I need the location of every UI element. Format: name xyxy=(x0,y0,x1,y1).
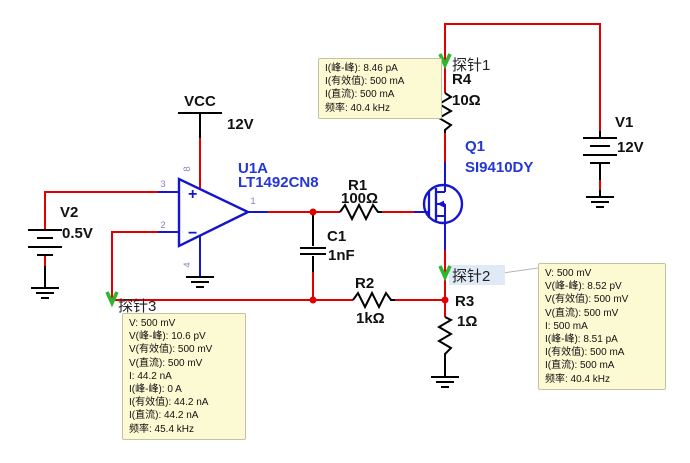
vcc-supply[interactable]: VCC 12V xyxy=(178,93,254,138)
ground-icon-opamp[interactable] xyxy=(186,276,214,288)
r1-value[interactable]: 100Ω xyxy=(341,190,378,207)
tooltip-line: I(有效值): 500 mA xyxy=(325,76,405,88)
tooltip-line: V: 500 mV xyxy=(129,318,176,329)
r2-body xyxy=(352,290,395,310)
mosfet-q1[interactable]: Q1 SI9410DY xyxy=(414,138,533,250)
r3-ref[interactable]: R3 xyxy=(455,293,474,310)
r3-value[interactable]: 1Ω xyxy=(457,313,477,330)
pin4-number: 4 xyxy=(182,262,193,267)
resistor-r3[interactable]: R3 1Ω xyxy=(437,293,477,377)
tooltip-line: I(峰-峰): 8.46 pA xyxy=(325,63,398,74)
tooltip-line: I(直流): 44.2 nA xyxy=(129,410,199,422)
probe2-arrow-icon[interactable] xyxy=(438,265,452,282)
probe2-highlight xyxy=(449,265,505,285)
probe3-arrow-icon[interactable] xyxy=(105,291,119,308)
ground-icon-v2[interactable] xyxy=(31,287,59,299)
probe3-label[interactable]: 探针3 xyxy=(118,298,156,315)
v1-value[interactable]: 12V xyxy=(617,139,644,156)
junction-dot xyxy=(441,296,449,304)
tooltip-line: I: 500 mA xyxy=(545,320,588,332)
r1-ref[interactable]: R1 xyxy=(348,177,367,194)
probe3-tooltip[interactable]: V: 500 mV V(峰-峰): 10.6 pV V(有效值): 500 mV… xyxy=(122,313,246,440)
probe1-marker[interactable]: 探针1 xyxy=(438,53,490,74)
tooltip-line: I(峰-峰): 0 A xyxy=(129,384,182,396)
tooltip-line: 频率: 40.4 kHz xyxy=(545,373,611,385)
junction-dot xyxy=(309,296,317,304)
r2-value[interactable]: 1kΩ xyxy=(356,310,385,327)
v2-ref[interactable]: V2 xyxy=(60,204,78,221)
tooltip-line: I: 44.2 nA xyxy=(129,370,172,382)
tooltip-line: I(直流): 500 mA xyxy=(325,89,395,101)
probe1-label[interactable]: 探针1 xyxy=(452,57,490,74)
resistor-r2[interactable]: R2 1kΩ xyxy=(352,275,395,327)
q1-arrow xyxy=(437,200,444,208)
wire-top-rail-to-v1[interactable] xyxy=(444,23,601,131)
battery-v1[interactable]: V1 12V xyxy=(583,114,644,197)
tooltip-line: I(有效值): 44.2 nA xyxy=(129,397,209,409)
r4-value[interactable]: 10Ω xyxy=(452,92,481,109)
r4-body xyxy=(437,92,453,133)
tooltip-line: 频率: 40.4 kHz xyxy=(325,102,391,114)
tooltip-line: V(峰-峰): 10.6 pV xyxy=(129,331,206,343)
vcc-label[interactable]: VCC xyxy=(184,93,216,110)
probe1-arrow-icon[interactable] xyxy=(438,53,452,70)
pin3-number: 3 xyxy=(160,179,165,190)
tooltip-line: 频率: 45.4 kHz xyxy=(129,423,195,435)
c1-value[interactable]: 1nF xyxy=(328,247,355,264)
junction-dot xyxy=(309,208,317,216)
tooltip-line: I(直流): 500 mA xyxy=(545,360,615,372)
r2-ref[interactable]: R2 xyxy=(355,275,374,292)
tooltip-line: I(有效值): 500 mA xyxy=(545,347,625,359)
u1a-ref[interactable]: U1A xyxy=(238,160,268,177)
r3-body xyxy=(437,316,454,357)
battery-v2[interactable]: V2 0.5V xyxy=(28,204,93,288)
capacitor-c1[interactable]: C1 1nF xyxy=(300,212,355,272)
probe2-tooltip[interactable]: V: 500 mV V(峰-峰): 8.52 pV V(有效值): 500 mV… xyxy=(538,263,666,390)
ground-icon-v1[interactable] xyxy=(586,196,614,208)
u1a-part[interactable]: LT1492CN8 xyxy=(238,174,319,191)
tooltip-line: V(峰-峰): 8.52 pV xyxy=(545,281,622,293)
opamp-triangle xyxy=(177,177,251,248)
resistor-r4[interactable]: R4 10Ω xyxy=(437,71,481,133)
resistor-r1[interactable]: R1 100Ω xyxy=(339,177,382,222)
tooltip-line: V(有效值): 500 mV xyxy=(129,344,213,356)
pin8-number: 8 xyxy=(182,166,193,171)
pin1-number: 1 xyxy=(250,196,255,207)
probe3-marker[interactable]: 探针3 xyxy=(105,291,156,315)
tooltip-line: I(峰-峰): 8.51 pA xyxy=(545,334,618,346)
probe2-marker[interactable]: 探针2 xyxy=(438,265,505,285)
probe1-tooltip[interactable]: I(峰-峰): 8.46 pA I(有效值): 500 mA I(直流): 50… xyxy=(318,58,442,119)
tooltip-line: V(有效值): 500 mV xyxy=(545,294,629,306)
tooltip-line: V(直流): 500 mV xyxy=(545,307,619,319)
wire-minus-input-to-probe3[interactable] xyxy=(111,231,158,300)
probe2-label[interactable]: 探针2 xyxy=(452,268,490,285)
tooltip-line: V: 500 mV xyxy=(545,268,592,279)
c1-ref[interactable]: C1 xyxy=(327,228,346,245)
probe2-tooltip-connector xyxy=(502,267,539,274)
tooltip-line: V(直流): 500 mV xyxy=(129,357,203,369)
plus-input-sign: + xyxy=(188,186,197,203)
r1-body xyxy=(339,202,382,222)
pin2-number: 2 xyxy=(160,220,165,231)
ground-icon-r3[interactable] xyxy=(431,376,459,388)
q1-part[interactable]: SI9410DY xyxy=(465,159,533,176)
r4-ref[interactable]: R4 xyxy=(452,71,472,88)
v2-value[interactable]: 0.5V xyxy=(62,225,93,242)
q1-ref[interactable]: Q1 xyxy=(465,138,485,155)
minus-input-sign: − xyxy=(188,225,197,242)
opamp-u1a[interactable]: + − 3 2 1 8 4 U1A LT1492CN8 xyxy=(158,160,319,277)
v1-ref[interactable]: V1 xyxy=(615,114,633,131)
vcc-value[interactable]: 12V xyxy=(227,116,254,133)
wire-v2-to-plus-input[interactable] xyxy=(44,191,158,229)
